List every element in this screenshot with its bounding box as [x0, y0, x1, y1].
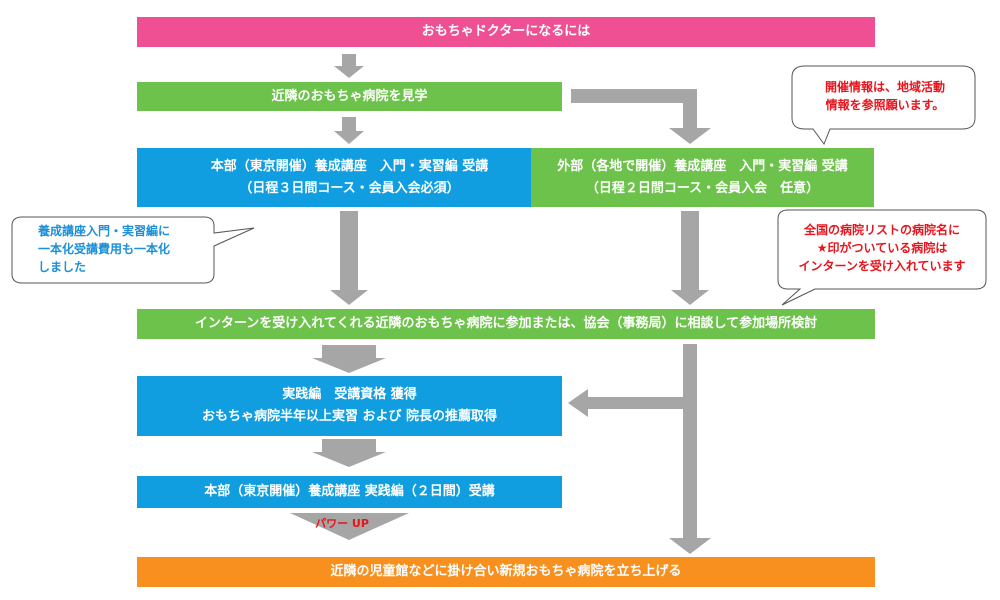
internship-box: インターンを受け入れてくれる近隣のおもちゃ病院に参加または、協会（事務局）に相談…	[137, 309, 875, 339]
final-step-text: 近隣の児童館などに掛け合い新規おもちゃ病院を立ち上げる	[330, 564, 682, 579]
practice-course-text: 本部（東京開催）養成講座 実践編（２日間）受講	[204, 484, 495, 499]
note-unified-line1: 養成講座入門・実習編に	[38, 224, 171, 238]
title-text: おもちゃドクターになるには	[421, 24, 591, 39]
hq-course-line1: 本部（東京開催）養成講座 入門・実習編 受講	[210, 158, 489, 174]
note-hospital-list: 全国の病院リストの病院名に ★印がついている病院は インターンを受け入れています	[783, 221, 981, 275]
arrow-into-qualify	[568, 389, 683, 417]
note-hospital-list-line3: インターンを受け入れています	[798, 259, 966, 273]
arrow-visit-to-external-course	[571, 89, 711, 144]
external-course-line1: 外部（各地で開催）養成講座 入門・実習編 受講	[557, 158, 848, 174]
final-step-box: 近隣の児童館などに掛け合い新規おもちゃ病院を立ち上げる	[137, 557, 875, 587]
arrow-qualify-to-practice	[312, 439, 386, 467]
step-visit-box: 近隣のおもちゃ病院を見学	[137, 82, 562, 111]
practice-course-box: 本部（東京開催）養成講座 実践編（２日間）受講	[137, 476, 562, 508]
note-event-info-line2: 情報を参照願います。	[825, 98, 945, 112]
practice-qualify-box: 実践編 受講資格 獲得 おもちゃ病院半年以上実習 および 院長の推薦取得	[137, 376, 562, 436]
step-visit-text: 近隣のおもちゃ病院を見学	[271, 88, 428, 104]
note-unified-line3: しました	[38, 260, 87, 274]
arrow-visit-to-hq-course	[334, 117, 364, 144]
hq-course-box: 本部（東京開催）養成講座 入門・実習編 受講 （日程３日間コース・会員入会必須）	[137, 148, 562, 207]
speech-bubble-hospital-list	[777, 209, 987, 306]
note-unified-line2: 一本化受講費用も一本化	[38, 242, 171, 256]
practice-qualify-line1: 実践編 受講資格 獲得	[282, 387, 417, 402]
arrow-title-to-visit	[334, 54, 364, 78]
hq-course-line2: （日程３日間コース・会員入会必須）	[239, 180, 460, 196]
arrow-internship-to-qualify	[312, 345, 386, 373]
note-unified: 養成講座入門・実習編に 一本化受講費用も一本化 しました	[38, 222, 170, 276]
note-event-info-line1: 開催情報は、地域活動	[824, 80, 945, 94]
arrow-hq-to-internship	[330, 211, 368, 305]
speech-bubble-event-info	[791, 65, 976, 146]
external-course-box: 外部（各地で開催）養成講座 入門・実習編 受講 （日程２日間コース・会員入会 任…	[531, 148, 874, 207]
power-up-arrow	[290, 513, 409, 540]
external-course-line2: （日程２日間コース・会員入会 任意）	[585, 180, 820, 196]
power-up-label: パワー UP	[315, 517, 369, 530]
internship-text: インターンを受け入れてくれる近隣のおもちゃ病院に参加または、協会（事務局）に相談…	[194, 316, 818, 331]
note-event-info: 開催情報は、地域活動 情報を参照願います。	[805, 78, 965, 114]
note-hospital-list-line2: ★印がついている病院は	[816, 241, 948, 255]
title-box: おもちゃドクターになるには	[137, 17, 875, 47]
practice-qualify-line2: おもちゃ病院半年以上実習 および 院長の推薦取得	[201, 409, 498, 424]
arrow-right-column-down	[669, 344, 711, 554]
arrow-external-to-internship	[671, 211, 709, 305]
note-hospital-list-line1: 全国の病院リストの病院名に	[803, 223, 960, 237]
speech-bubble-unified	[11, 216, 255, 284]
